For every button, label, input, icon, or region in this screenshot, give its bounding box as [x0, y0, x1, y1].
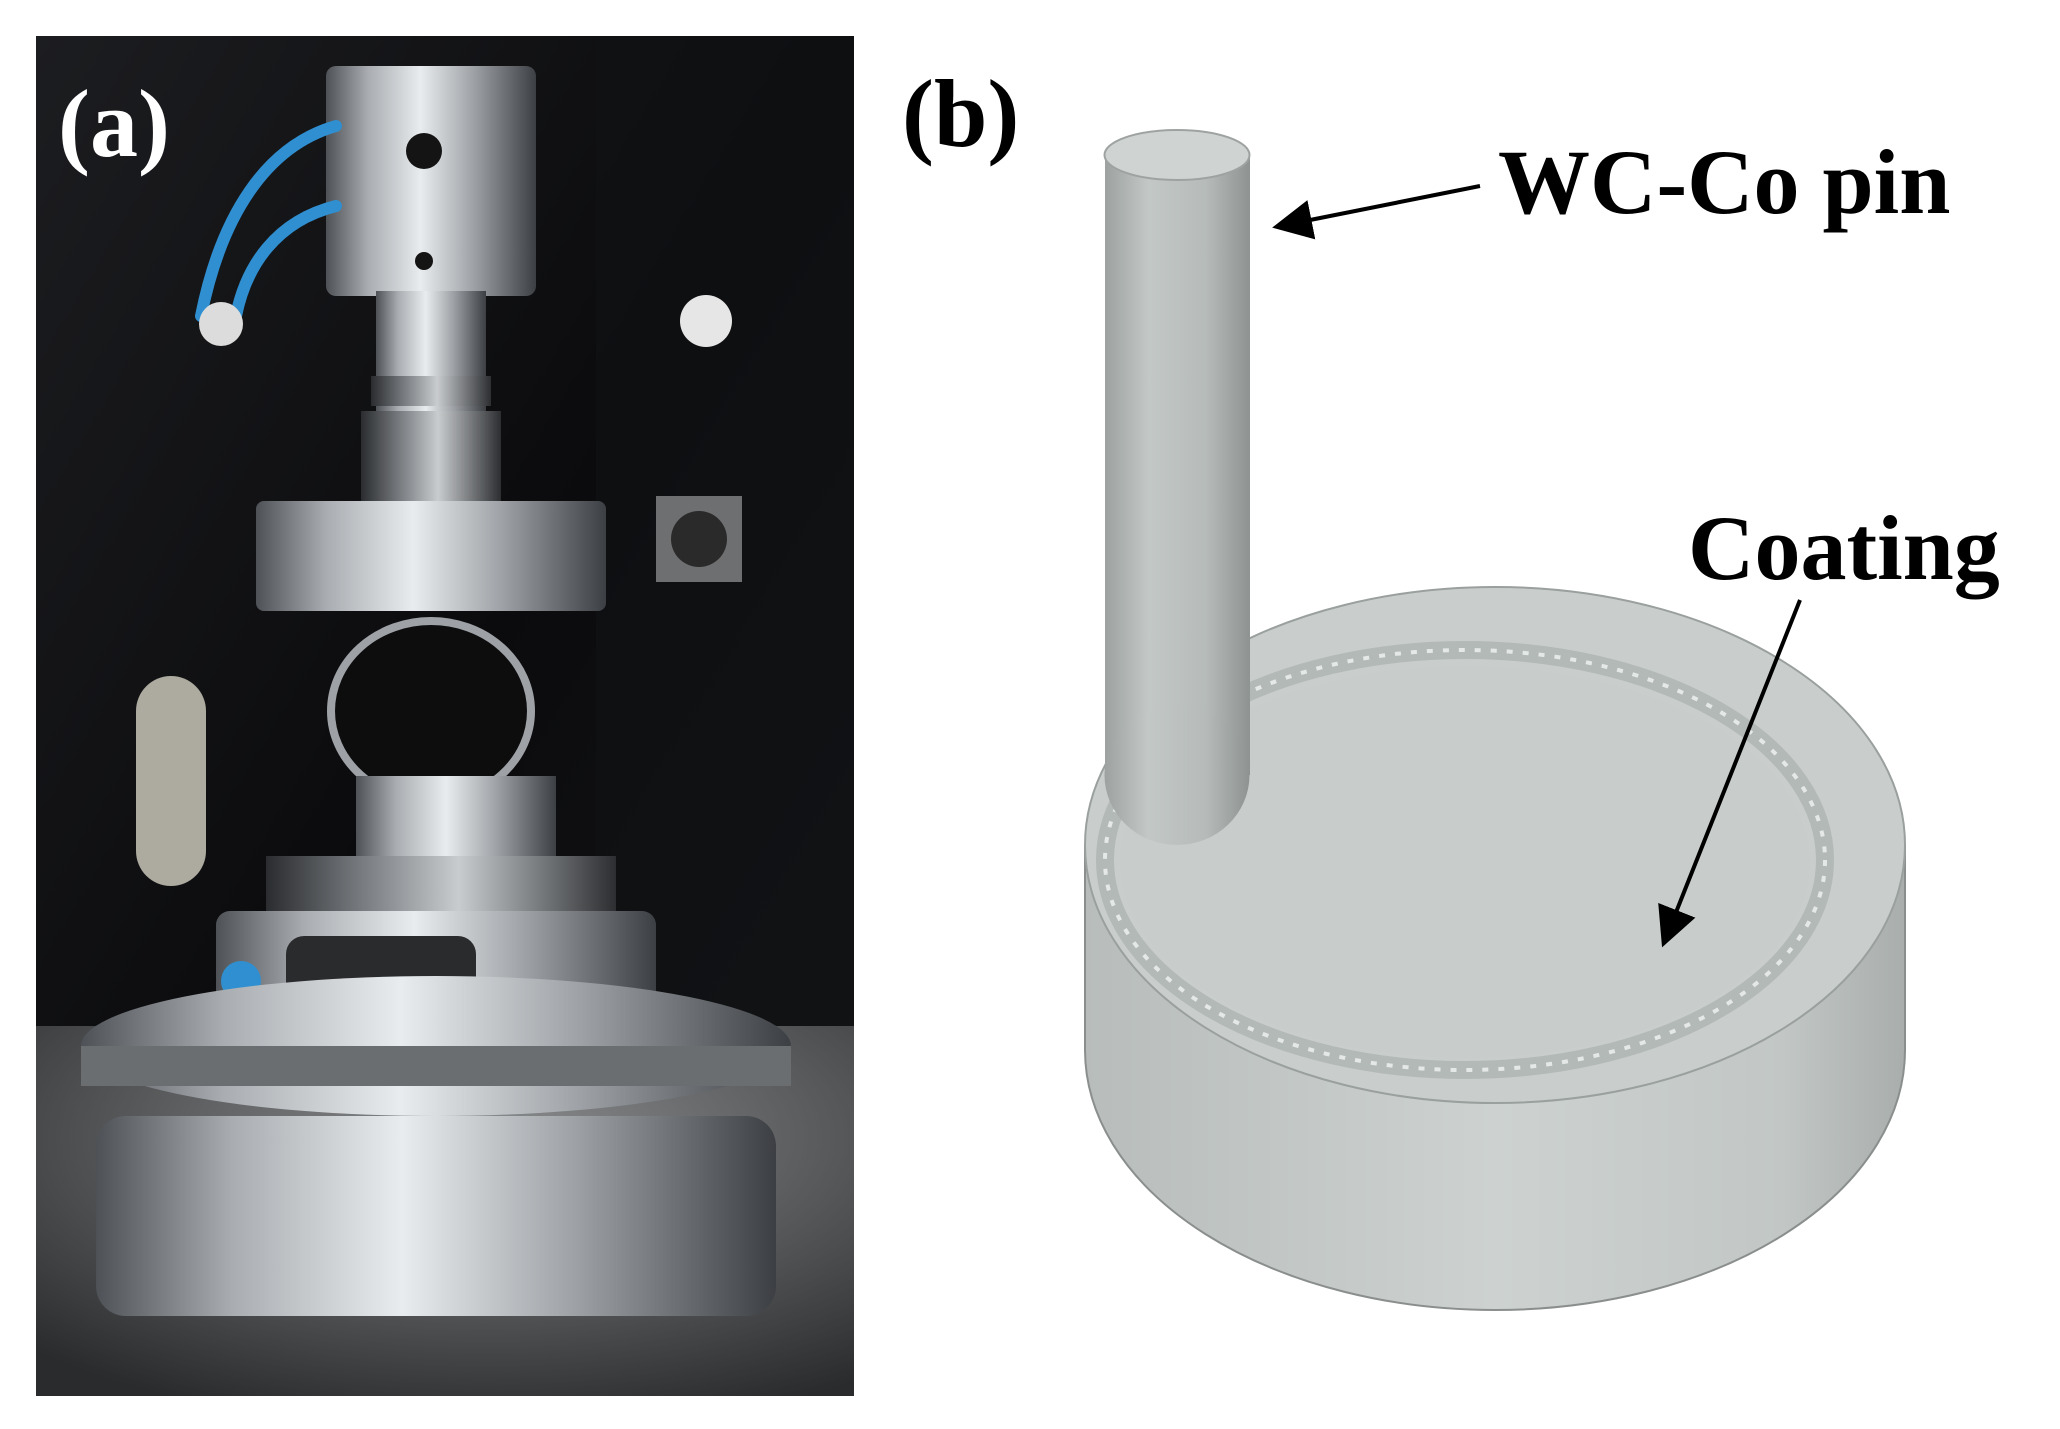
panel-label-a: (a)	[58, 70, 170, 177]
photo-panel-a: (a)	[36, 36, 854, 1396]
tube-port	[199, 302, 243, 346]
panel-label-b: (b)	[902, 60, 1020, 167]
coating-surface	[1120, 666, 1810, 1058]
wc-co-pin-label: WC-Co pin	[1498, 131, 1951, 233]
coating-callout-arrow	[1658, 599, 1802, 948]
wc-co-pin-tip	[1104, 705, 1250, 845]
blue-tube	[195, 120, 342, 322]
hex-nut	[361, 411, 501, 501]
spindle-hole-small	[415, 252, 433, 270]
wc-co-pin-body	[1105, 155, 1250, 775]
pin-on-disc-schematic	[1084, 129, 1906, 1311]
blue-tube-2	[230, 200, 342, 322]
side-bracket	[136, 676, 206, 886]
spindle-top	[326, 66, 536, 296]
load-collar	[256, 501, 606, 611]
connector-face	[671, 511, 727, 567]
schematic-panel-b: (b) WC-Co pin Coating	[880, 0, 2060, 1429]
large-disc-edge	[81, 1046, 791, 1086]
wear-track-texture	[1103, 648, 1827, 1072]
pedestal	[96, 1116, 776, 1316]
wc-co-pin-top	[1103, 129, 1251, 181]
wall-hole	[680, 295, 732, 347]
coating-label: Coating	[1688, 497, 2000, 599]
turntable-ring	[266, 856, 616, 916]
tribometer-photo	[36, 36, 854, 1396]
ball-cage	[327, 617, 535, 805]
pin-holder	[356, 776, 556, 861]
shaft-thread	[371, 376, 491, 406]
spindle-hole	[406, 133, 442, 169]
pin-callout-arrow	[1272, 184, 1481, 240]
